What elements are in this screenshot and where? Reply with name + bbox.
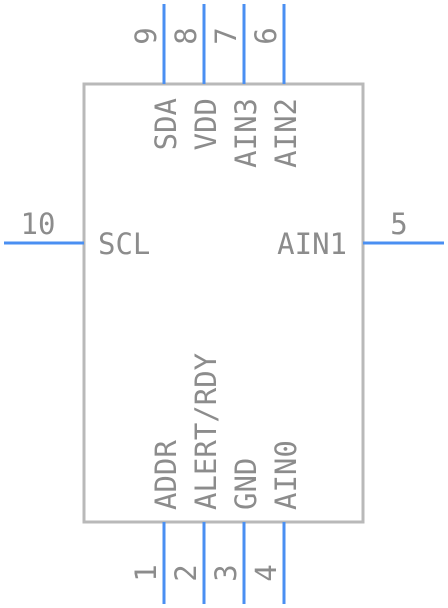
pin-number: 6 bbox=[249, 27, 283, 44]
pin-name: AIN3 bbox=[229, 98, 263, 168]
pin-number: 10 bbox=[21, 207, 56, 241]
pin-number: 5 bbox=[390, 207, 407, 241]
pin-number: 9 bbox=[129, 27, 163, 44]
pin-number: 3 bbox=[209, 564, 243, 581]
pin-name: GND bbox=[229, 458, 263, 510]
pin-number: 4 bbox=[249, 564, 283, 581]
pin-names: SDA VDD AIN3 AIN2 ADDR ALERT/RDY GND AIN… bbox=[98, 98, 347, 510]
pin-number: 8 bbox=[169, 27, 203, 44]
pin-name: AIN2 bbox=[269, 98, 303, 168]
pin-name: ALERT/RDY bbox=[189, 353, 223, 510]
pin-lines bbox=[4, 4, 444, 604]
pin-number: 2 bbox=[169, 564, 203, 581]
pin-number: 1 bbox=[129, 564, 163, 581]
pin-name: ADDR bbox=[149, 440, 183, 510]
pin-number: 7 bbox=[209, 27, 243, 44]
component-body bbox=[82, 82, 365, 524]
pin-name: VDD bbox=[189, 98, 223, 150]
pin-name: SDA bbox=[149, 98, 183, 150]
pin-numbers: 9 8 7 6 1 2 3 4 10 5 bbox=[21, 27, 408, 581]
pin-name: AIN0 bbox=[269, 440, 303, 510]
pin-name: AIN1 bbox=[277, 227, 347, 261]
pin-name: SCL bbox=[98, 227, 150, 261]
